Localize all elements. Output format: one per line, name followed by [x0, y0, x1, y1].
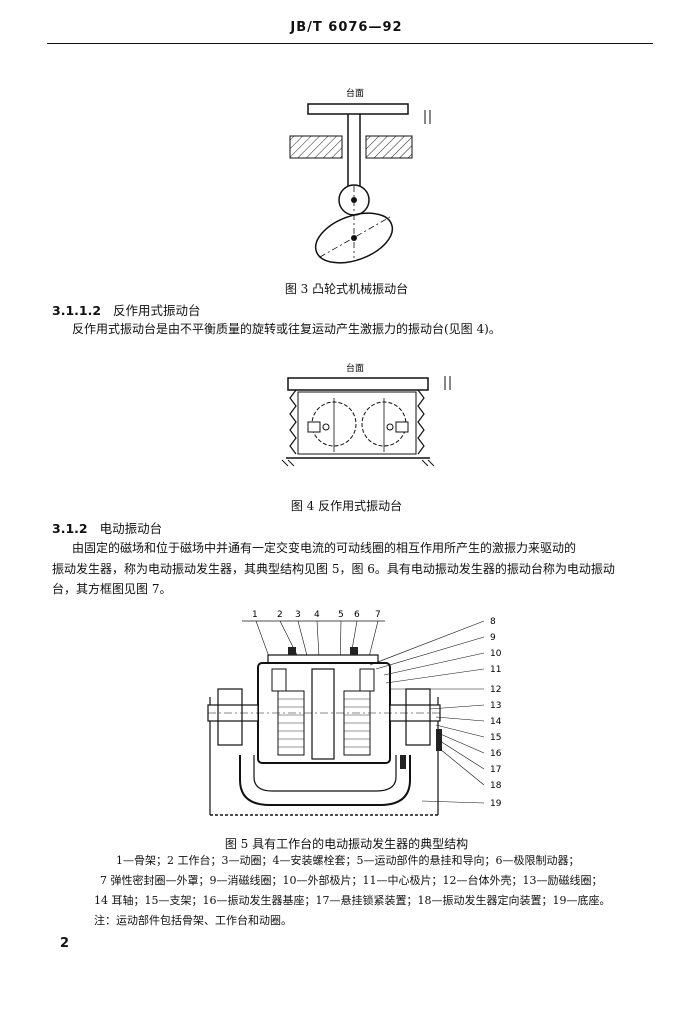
figure-5-electrodynamic-vibration-generator: 1 2 3 4 5 6 7: [207, 610, 502, 816]
callout-9: 9: [490, 633, 496, 643]
header-rule: [47, 43, 653, 44]
callout-7: 7: [375, 610, 381, 620]
document-header: JB/T 6076—92: [290, 20, 403, 35]
callout-18: 18: [490, 781, 502, 791]
section-3-1-2-heading: 3.1.2 电动振动台: [52, 518, 162, 537]
figure-4-caption: 图 4 反作用式振动台: [290, 499, 403, 513]
callout-12: 12: [490, 685, 501, 695]
callout-4: 4: [314, 610, 320, 620]
callout-19: 19: [490, 799, 502, 809]
figure-5-legend-line-2: 7 弹性密封圈—外罩；9—消磁线圈；10—外部极片；11—中心极片；12—台体外…: [100, 874, 603, 887]
section-3-1-1-2-heading: 3.1.1.2 反作用式振动台: [52, 300, 201, 319]
figure-3-caption: 图 3 凸轮式机械振动台: [284, 282, 409, 296]
page-number: 2: [60, 936, 70, 951]
callout-2: 2: [277, 610, 283, 620]
callout-16: 16: [490, 749, 502, 759]
figure-5-note: 注：运动部件包括骨架、工作台和动圈。: [94, 914, 292, 927]
figure-5-right-callouts: 8 9 10 11 12 13 14 15 16 17 18 19: [490, 617, 502, 809]
figure-4-reaction-vibration-table: 台面: [281, 362, 451, 467]
section-3-1-2-body-line-1: 由固定的磁场和位于磁场中并通有一定交变电流的可动线圈的相互作用所产生的激振力来驱…: [72, 541, 577, 555]
callout-17: 17: [490, 765, 501, 775]
callout-11: 11: [490, 665, 501, 675]
callout-8: 8: [490, 617, 496, 627]
callout-5: 5: [338, 610, 344, 620]
callout-13: 13: [490, 701, 501, 711]
section-3-1-1-2-body: 反作用式振动台是由不平衡质量的旋转或往复运动产生激振力的振动台(见图 4)。: [72, 322, 501, 336]
callout-10: 10: [490, 649, 502, 659]
figure-5-legend-line-3: 14 耳轴；15—支架；16—振动发生器基座；17—悬挂锁紧装置；18—振动发生…: [94, 894, 611, 907]
figure-3-cam-vibration-table: 台面: [289, 87, 431, 264]
section-number: 3.1.2: [52, 521, 88, 536]
figure-5-caption: 图 5 具有工作台的电动振动发生器的典型结构: [224, 837, 469, 851]
callout-15: 15: [490, 733, 501, 743]
figure-5-legend-line-1: 1—骨架；2 工作台；3—动圈；4—安装螺栓套；5—运动部件的悬挂和导向；6—极…: [116, 854, 580, 867]
section-title: 反作用式振动台: [113, 303, 201, 318]
callout-14: 14: [490, 717, 502, 727]
callout-1: 1: [252, 610, 258, 620]
section-number: 3.1.1.2: [52, 303, 102, 318]
figure-4-top-label: 台面: [346, 362, 364, 374]
section-title: 电动振动台: [99, 521, 163, 536]
figure-3-top-label: 台面: [346, 87, 364, 99]
section-3-1-2-body-line-3: 台，其方框图见图 7。: [52, 582, 172, 596]
figure-5-top-callouts: 1 2 3 4 5 6 7: [252, 610, 381, 620]
section-3-1-2-body-line-2: 振动发生器，称为电动振动发生器，其典型结构见图 5，图 6。具有电动振动发生器的…: [52, 562, 615, 576]
callout-3: 3: [295, 610, 301, 620]
callout-6: 6: [354, 610, 360, 620]
